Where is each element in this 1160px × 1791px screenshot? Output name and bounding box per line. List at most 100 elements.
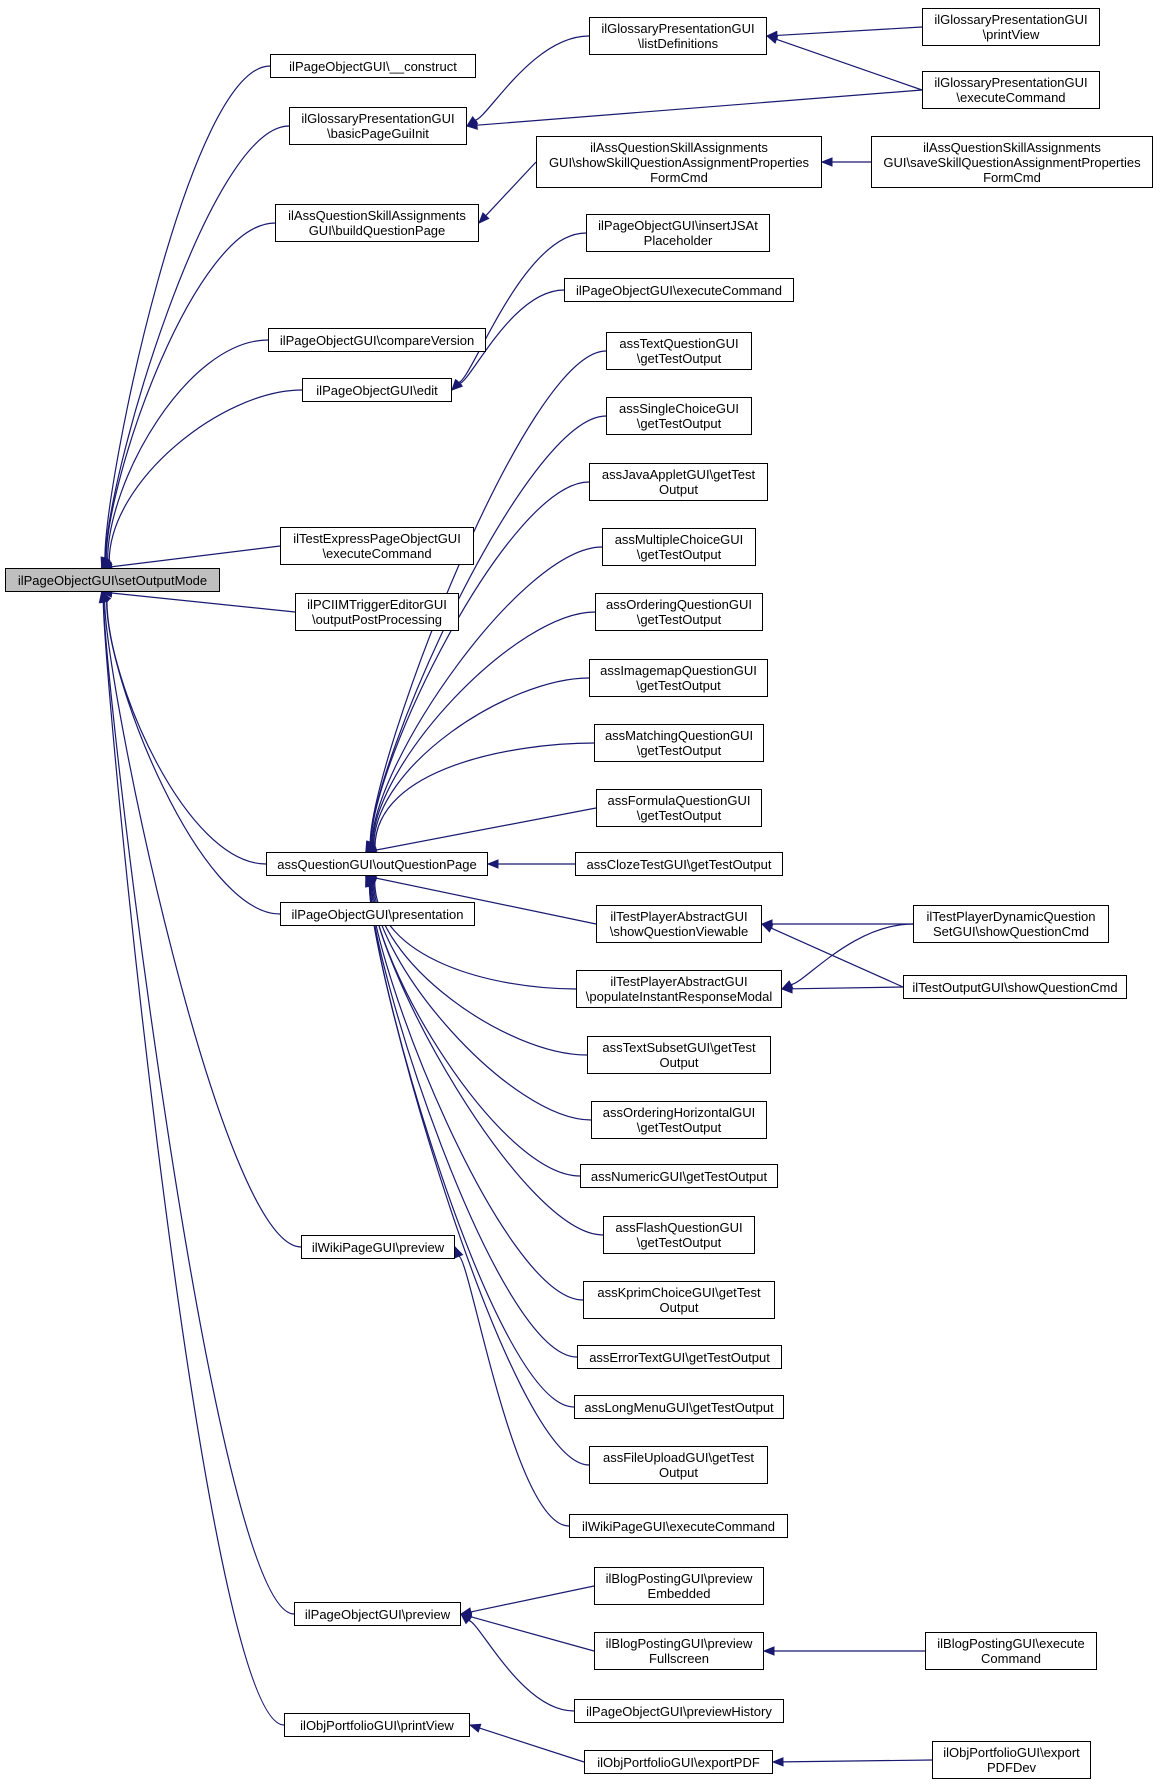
- node-save-skill-form[interactable]: ilAssQuestionSkillAssignments GUI\saveSk…: [871, 136, 1153, 188]
- edge-numeric-to-out-question-page: [371, 884, 581, 1177]
- node-construct[interactable]: ilPageObjectGUI\__construct: [270, 54, 476, 78]
- edge-ordering-question-to-out-question-page: [372, 611, 596, 845]
- node-single-choice[interactable]: assSingleChoiceGUI \getTestOutput: [606, 397, 752, 435]
- node-edit[interactable]: ilPageObjectGUI\edit: [302, 378, 452, 402]
- arrowhead-wiki-preview: [454, 1245, 464, 1259]
- node-long-menu[interactable]: assLongMenuGUI\getTestOutput: [574, 1395, 784, 1419]
- node-dynamic-show-question[interactable]: ilTestPlayerDynamicQuestion SetGUI\showQ…: [913, 905, 1109, 943]
- edge-matching-question-to-out-question-page: [374, 742, 595, 848]
- node-error-text[interactable]: assErrorTextGUI\getTestOutput: [577, 1345, 782, 1369]
- edge-imagemap-question-to-out-question-page: [373, 677, 590, 846]
- edge-file-upload-to-out-question-page: [368, 885, 590, 1466]
- edge-output-show-question-to-show-question-viewable: [770, 927, 904, 988]
- node-presentation[interactable]: ilPageObjectGUI\presentation: [280, 902, 475, 926]
- node-blog-preview-embedded[interactable]: ilBlogPostingGUI\preview Embedded: [594, 1567, 764, 1605]
- edge-construct-to-setoutputmode: [104, 65, 271, 559]
- edge-wiki-execute-to-wiki-preview: [458, 1255, 570, 1527]
- arrowhead-out-question-page: [486, 859, 499, 869]
- node-ordering-horizontal[interactable]: assOrderingHorizontalGUI \getTestOutput: [591, 1101, 767, 1139]
- edge-pci-trigger-to-setoutputmode: [111, 592, 296, 613]
- node-insert-js-at[interactable]: ilPageObjectGUI\insertJSAt Placeholder: [586, 214, 770, 252]
- node-test-express-execute[interactable]: ilTestExpressPageObjectGUI \executeComma…: [280, 527, 474, 565]
- arrowhead-build-question-page: [478, 212, 490, 224]
- arrowhead-edit: [450, 379, 463, 391]
- edge-export-pdf-dev-to-export-pdf: [782, 1759, 933, 1763]
- edge-text-question-to-out-question-page: [369, 350, 607, 843]
- edge-out-question-page-to-setoutputmode: [106, 600, 267, 865]
- edge-list-definitions-to-basic-page-gui-init: [474, 35, 590, 121]
- edge-formula-question-to-out-question-page: [375, 807, 597, 851]
- edge-error-text-to-out-question-page: [369, 885, 578, 1358]
- arrowhead-out-question-page: [365, 874, 375, 888]
- edge-flash-question-to-out-question-page: [370, 884, 604, 1236]
- node-glossary-execute[interactable]: ilGlossaryPresentationGUI \executeComman…: [922, 71, 1100, 109]
- node-text-subset[interactable]: assTextSubsetGUI\getTest Output: [587, 1036, 771, 1074]
- node-imagemap-question[interactable]: assImagemapQuestionGUI \getTestOutput: [589, 659, 768, 697]
- node-show-skill-form[interactable]: ilAssQuestionSkillAssignments GUI\showSk…: [536, 136, 822, 188]
- edge-glossary-execute-to-basic-page-gui-init: [476, 89, 923, 126]
- node-export-pdf[interactable]: ilObjPortfolioGUI\exportPDF: [584, 1750, 773, 1774]
- arrowhead-export-pdf: [771, 1757, 784, 1767]
- node-pci-trigger[interactable]: ilPCIIMTriggerEditorGUI \outputPostProce…: [295, 593, 459, 631]
- edge-test-express-execute-to-setoutputmode: [111, 545, 281, 568]
- edge-long-menu-to-out-question-page: [368, 885, 575, 1408]
- arrowhead-populate-instant: [780, 984, 793, 994]
- node-blog-preview-fullscreen[interactable]: ilBlogPostingGUI\preview Fullscreen: [594, 1632, 764, 1670]
- edge-page-object-preview-to-setoutputmode: [102, 601, 295, 1615]
- node-wiki-preview[interactable]: ilWikiPageGUI\preview: [301, 1235, 455, 1259]
- arrowhead-setoutputmode: [98, 590, 109, 604]
- edge-blog-preview-fullscreen-to-page-object-preview: [470, 1616, 595, 1652]
- node-file-upload[interactable]: assFileUploadGUI\getTest Output: [589, 1446, 768, 1484]
- node-show-question-viewable[interactable]: ilTestPlayerAbstractGUI \showQuestionVie…: [596, 905, 762, 943]
- arrowhead-basic-page-gui-init: [465, 120, 478, 130]
- node-page-object-execute[interactable]: ilPageObjectGUI\executeCommand: [564, 278, 794, 302]
- arrowhead-blog-preview-fullscreen: [762, 1646, 775, 1656]
- node-blog-execute[interactable]: ilBlogPostingGUI\execute Command: [925, 1632, 1097, 1670]
- node-export-pdf-dev[interactable]: ilObjPortfolioGUI\export PDFDev: [932, 1741, 1091, 1779]
- node-out-question-page[interactable]: assQuestionGUI\outQuestionPage: [266, 852, 488, 876]
- node-setoutputmode[interactable]: ilPageObjectGUI\setOutputMode: [5, 568, 220, 592]
- node-cloze-test[interactable]: assClozeTestGUI\getTestOutput: [575, 852, 783, 876]
- edge-edit-to-setoutputmode: [108, 389, 303, 562]
- node-java-applet[interactable]: assJavaAppletGUI\getTest Output: [589, 463, 768, 501]
- arrowhead-show-question-viewable: [760, 923, 774, 933]
- node-build-question-page[interactable]: ilAssQuestionSkillAssignments GUI\buildQ…: [275, 204, 479, 242]
- edge-compare-version-to-setoutputmode: [107, 339, 269, 560]
- node-glossary-print-view[interactable]: ilGlossaryPresentationGUI \printView: [922, 8, 1100, 46]
- node-output-show-question[interactable]: ilTestOutputGUI\showQuestionCmd: [903, 975, 1127, 999]
- edge-insert-js-at-to-edit: [458, 232, 587, 383]
- edge-multiple-choice-to-out-question-page: [371, 546, 603, 845]
- node-ordering-question[interactable]: assOrderingQuestionGUI \getTestOutput: [595, 593, 763, 631]
- edge-dynamic-show-question-to-populate-instant: [790, 923, 914, 986]
- node-wiki-execute[interactable]: ilWikiPageGUI\executeCommand: [569, 1514, 788, 1538]
- node-text-question[interactable]: assTextQuestionGUI \getTestOutput: [606, 332, 752, 370]
- edge-export-pdf-to-portfolio-print-view: [479, 1727, 585, 1763]
- node-page-object-preview[interactable]: ilPageObjectGUI\preview: [294, 1602, 461, 1626]
- node-flash-question[interactable]: assFlashQuestionGUI \getTestOutput: [603, 1216, 755, 1254]
- node-basic-page-gui-init[interactable]: ilGlossaryPresentationGUI \basicPageGuiI…: [289, 107, 467, 145]
- edge-java-applet-to-out-question-page: [370, 481, 590, 844]
- edge-preview-history-to-page-object-preview: [468, 1619, 575, 1712]
- edge-output-show-question-to-populate-instant: [791, 986, 904, 990]
- edge-show-question-viewable-to-out-question-page: [375, 877, 597, 925]
- edge-show-skill-form-to-build-question-page: [485, 161, 537, 217]
- edges-layer: [98, 26, 933, 1767]
- arrowhead-page-object-preview: [459, 1613, 473, 1625]
- edge-basic-page-gui-init-to-setoutputmode: [105, 125, 290, 559]
- node-numeric[interactable]: assNumericGUI\getTestOutput: [580, 1164, 778, 1188]
- edge-presentation-to-setoutputmode: [105, 600, 281, 915]
- node-portfolio-print-view[interactable]: ilObjPortfolioGUI\printView: [284, 1713, 470, 1737]
- node-preview-history[interactable]: ilPageObjectGUI\previewHistory: [574, 1699, 784, 1723]
- node-matching-question[interactable]: assMatchingQuestionGUI \getTestOutput: [594, 724, 764, 762]
- node-list-definitions[interactable]: ilGlossaryPresentationGUI \listDefinitio…: [589, 17, 767, 55]
- arrowhead-list-definitions: [765, 34, 779, 44]
- node-kprim-choice[interactable]: assKprimChoiceGUI\getTest Output: [583, 1281, 775, 1319]
- node-multiple-choice[interactable]: assMultipleChoiceGUI \getTestOutput: [602, 528, 756, 566]
- edge-portfolio-print-view-to-setoutputmode: [102, 601, 285, 1726]
- edge-page-object-execute-to-edit: [459, 289, 565, 384]
- node-populate-instant[interactable]: ilTestPlayerAbstractGUI \populateInstant…: [576, 970, 782, 1008]
- node-compare-version[interactable]: ilPageObjectGUI\compareVersion: [268, 328, 486, 352]
- node-formula-question[interactable]: assFormulaQuestionGUI \getTestOutput: [596, 789, 762, 827]
- arrowhead-portfolio-print-view: [468, 1723, 482, 1733]
